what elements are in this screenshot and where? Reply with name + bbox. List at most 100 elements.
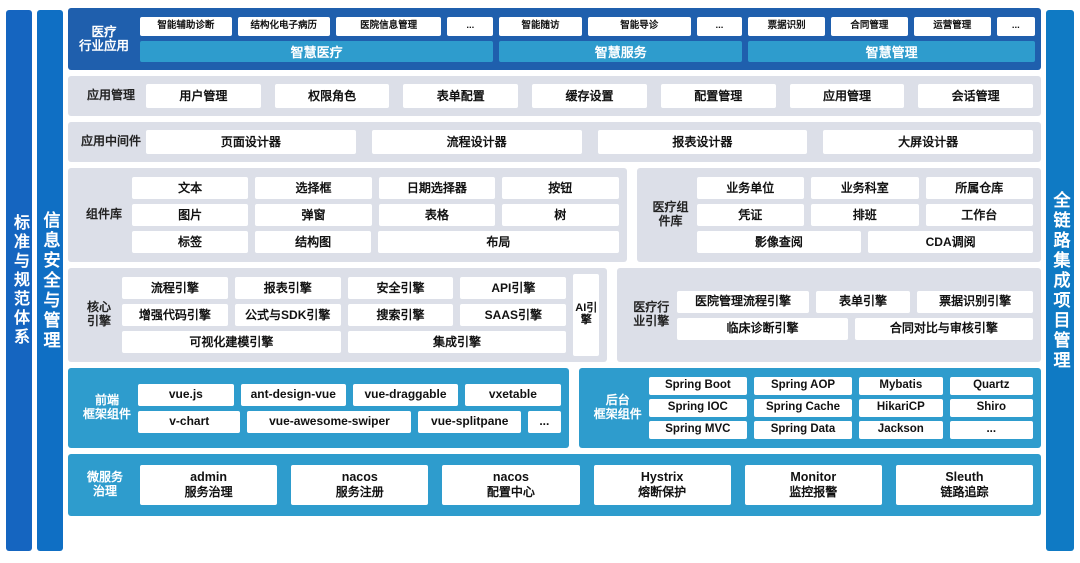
chip-component[interactable]: 按钮: [502, 177, 619, 199]
industry-group-smart-management: 票据识别 合同管理 运营管理 ... 智慧管理: [748, 16, 1036, 62]
chip-frontend-lib[interactable]: vxetable: [465, 383, 561, 406]
chip-app-management[interactable]: 缓存设置: [532, 84, 647, 108]
chip-medical-component[interactable]: 凭证: [696, 204, 805, 226]
chip-app-management[interactable]: 应用管理: [789, 84, 905, 108]
chip-backend-lib[interactable]: Spring MVC: [648, 421, 747, 439]
chip-core-engine[interactable]: API引擎: [460, 277, 567, 299]
chip-industry-app[interactable]: 票据识别: [748, 16, 825, 36]
panel-medical-industry-engine: 医疗行 业引擎 医院管理流程引擎 表单引擎 票据识别引擎 临床诊断引擎 合同对比…: [617, 268, 1041, 362]
chip-industry-app-more[interactable]: ...: [696, 16, 743, 36]
chip-component[interactable]: 表格: [378, 204, 496, 226]
chip-medical-engine[interactable]: 表单引擎: [815, 290, 911, 313]
chip-middleware[interactable]: 大屏设计器: [823, 130, 1033, 154]
chip-industry-app[interactable]: 智能导诊: [587, 16, 691, 36]
chip-backend-lib[interactable]: Mybatis: [859, 377, 943, 395]
chip-microservice-name: nacos: [341, 470, 378, 485]
chip-microservice[interactable]: nacos 配置中心: [442, 465, 580, 505]
chip-core-engine[interactable]: 安全引擎: [347, 277, 454, 299]
panel-frontend-framework: 前端 框架组件 vue.js ant-design-vue vue-dragga…: [68, 368, 569, 448]
chip-core-engine[interactable]: 报表引擎: [234, 277, 341, 299]
chip-app-management[interactable]: 权限角色: [274, 84, 390, 108]
chip-ai-engine[interactable]: AI引擎: [573, 274, 600, 356]
chip-backend-lib[interactable]: Spring Data: [753, 421, 853, 439]
chip-middleware[interactable]: 流程设计器: [371, 130, 582, 154]
panel-backend-framework: 后台 框架组件 Spring Boot Spring AOP Mybatis Q…: [578, 368, 1041, 448]
panel-backend-caption: 后台 框架组件: [587, 393, 649, 422]
chip-industry-app[interactable]: 合同管理: [830, 16, 908, 36]
chip-industry-app-more[interactable]: ...: [447, 16, 494, 36]
chip-industry-app[interactable]: 智能辅助诊断: [140, 16, 232, 36]
chip-microservice[interactable]: admin 服务治理: [140, 465, 278, 505]
chip-app-management[interactable]: 用户管理: [146, 84, 261, 108]
chip-frontend-lib[interactable]: vue-splitpane: [418, 410, 521, 433]
layer-application-management: 应用管理 用户管理 权限角色 表单配置 缓存设置 配置管理 应用管理 会话管理: [68, 76, 1041, 116]
panel-core-caption-line1: 核心: [86, 300, 111, 315]
chip-frontend-lib[interactable]: v-chart: [138, 410, 241, 433]
panel-medengine-caption-line1: 医疗行: [633, 300, 670, 315]
chip-app-management[interactable]: 表单配置: [403, 84, 519, 108]
chip-component[interactable]: 选择框: [255, 177, 372, 199]
chip-industry-app[interactable]: 医院信息管理: [335, 16, 442, 36]
chip-component[interactable]: 图片: [132, 204, 249, 226]
chip-backend-lib[interactable]: HikariCP: [859, 399, 943, 417]
chip-microservice-name: Sleuth: [945, 470, 984, 485]
chip-medical-component[interactable]: 工作台: [925, 204, 1034, 226]
chip-component[interactable]: 树: [502, 204, 619, 226]
chip-middleware[interactable]: 页面设计器: [146, 130, 356, 154]
chip-core-engine[interactable]: 搜索引擎: [347, 304, 454, 326]
chip-medical-component[interactable]: 业务科室: [811, 177, 919, 199]
panel-backend-caption-line1: 后台: [605, 393, 630, 408]
chip-core-engine[interactable]: 可视化建模引擎: [122, 331, 341, 353]
chip-frontend-lib[interactable]: vue.js: [138, 383, 234, 406]
chip-medical-component[interactable]: 影像查阅: [696, 231, 862, 253]
chip-medical-component[interactable]: 业务单位: [696, 177, 805, 199]
chip-frontend-lib[interactable]: ant-design-vue: [240, 383, 346, 406]
chip-backend-lib[interactable]: Spring IOC: [648, 399, 747, 417]
chip-industry-app[interactable]: 运营管理: [913, 16, 991, 36]
chip-microservice[interactable]: nacos 服务注册: [291, 465, 429, 505]
chip-microservice[interactable]: Monitor 监控报警: [744, 465, 882, 505]
chip-component[interactable]: 弹窗: [255, 204, 372, 226]
chip-industry-app[interactable]: 结构化电子病历: [237, 16, 330, 36]
chip-backend-lib[interactable]: Shiro: [949, 399, 1033, 417]
chip-frontend-lib[interactable]: vue-awesome-swiper: [247, 410, 412, 433]
chip-component[interactable]: 日期选择器: [378, 177, 496, 199]
chip-core-engine[interactable]: SAAS引擎: [460, 304, 567, 326]
chip-component[interactable]: 文本: [132, 177, 249, 199]
chip-medical-component[interactable]: 排班: [811, 204, 919, 226]
chip-medical-engine[interactable]: 临床诊断引擎: [677, 317, 848, 340]
chip-app-management[interactable]: 会话管理: [918, 84, 1034, 108]
chip-frontend-lib[interactable]: vue-draggable: [352, 383, 459, 406]
chip-microservice[interactable]: Hystrix 熔断保护: [593, 465, 731, 505]
layer-micro-caption: 微服务 治理: [76, 470, 134, 499]
chip-medical-engine[interactable]: 票据识别引擎: [917, 290, 1033, 313]
chip-medical-engine[interactable]: 合同对比与审核引擎: [854, 317, 1033, 340]
chip-component[interactable]: 标签: [132, 231, 249, 253]
chip-core-engine[interactable]: 集成引擎: [347, 331, 567, 353]
chip-industry-app-more[interactable]: ...: [996, 16, 1036, 36]
chip-backend-lib-more[interactable]: ...: [949, 421, 1033, 439]
chip-backend-lib[interactable]: Spring AOP: [753, 377, 853, 395]
chip-core-engine[interactable]: 公式与SDK引擎: [234, 304, 341, 326]
chip-core-engine[interactable]: 增强代码引擎: [122, 304, 228, 326]
chip-backend-lib[interactable]: Spring Cache: [753, 399, 853, 417]
pillar-information-security: 信息安全与管理: [37, 10, 63, 551]
chip-backend-lib[interactable]: Quartz: [949, 377, 1033, 395]
chip-medical-engine[interactable]: 医院管理流程引擎: [677, 290, 809, 313]
panel-core-caption: 核心 引擎: [76, 300, 122, 329]
panel-medengine-caption: 医疗行 业引擎: [625, 300, 677, 329]
chip-app-management[interactable]: 配置管理: [660, 84, 776, 108]
chip-component[interactable]: 结构图: [255, 231, 372, 253]
chip-component[interactable]: 布局: [378, 231, 619, 253]
chip-microservice[interactable]: Sleuth 链路追踪: [895, 465, 1034, 505]
chip-middleware[interactable]: 报表设计器: [597, 130, 808, 154]
panel-core-caption-line2: 引擎: [86, 314, 111, 328]
chip-backend-lib[interactable]: Spring Boot: [648, 377, 747, 395]
chip-backend-lib[interactable]: Jackson: [859, 421, 943, 439]
chip-core-engine[interactable]: 流程引擎: [122, 277, 228, 299]
chip-industry-app[interactable]: 智能随访: [499, 16, 582, 36]
chip-medical-component[interactable]: 所属仓库: [925, 177, 1034, 199]
chip-frontend-lib-more[interactable]: ...: [527, 410, 561, 433]
chip-medical-component[interactable]: CDA调阅: [868, 231, 1034, 253]
